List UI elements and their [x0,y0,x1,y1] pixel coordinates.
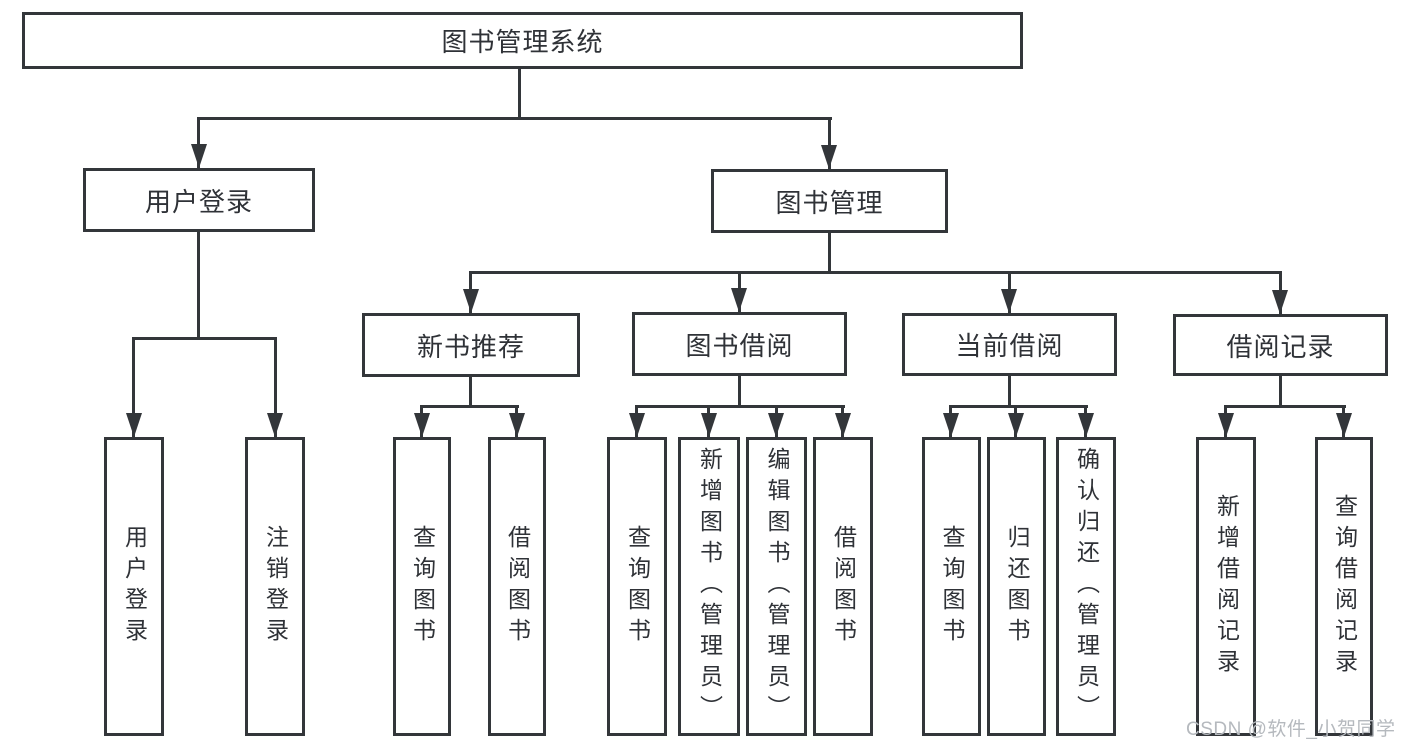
leaf-edit-book-admin: 编辑图书（管理员） [746,437,807,736]
arrowhead [509,413,525,437]
connector-line [828,232,831,274]
arrowhead [1001,289,1017,313]
leaf-add-borrow-record: 新增借阅记录 [1196,437,1256,736]
node-label: 用户登录 [121,524,148,649]
arrowhead [191,144,207,168]
connector-line [132,337,277,340]
arrowhead [731,288,747,312]
node-label: 查询图书 [624,524,651,649]
arrowhead [1272,290,1288,314]
connector-line [132,337,135,437]
node-new-book-recommend: 新书推荐 [362,313,580,377]
arrowhead [414,413,430,437]
arrowhead [267,413,283,437]
leaf-user-login: 用户登录 [104,437,164,736]
connector-line [197,232,200,340]
leaf-return-book: 归还图书 [987,437,1046,736]
node-label: 查询图书 [409,524,436,649]
node-label: 注销登录 [262,524,289,649]
leaf-add-book-admin: 新增图书（管理员） [678,437,740,736]
connector-line [1279,375,1282,408]
connector-line [518,69,521,120]
node-book-borrow: 图书借阅 [632,312,847,376]
node-label: 图书借阅 [685,330,794,361]
arrowhead [1078,413,1094,437]
leaf-query-book-borrow: 查询图书 [607,437,667,736]
connector-line [949,405,1088,408]
node-label: 新增图书（管理员） [696,447,723,726]
node-user-login: 用户登录 [83,168,315,232]
node-label: 当前借阅 [955,331,1064,361]
node-root: 图书管理系统 [22,12,1023,69]
node-label: 编辑图书（管理员） [764,447,790,726]
node-label: 确认归还（管理员） [1073,447,1100,726]
node-label: 查询借阅记录 [1331,493,1358,680]
node-label: 新书推荐 [416,331,525,362]
leaf-query-book-recommend: 查询图书 [393,437,451,736]
leaf-query-borrow-record: 查询借阅记录 [1315,437,1373,736]
leaf-confirm-return-admin: 确认归还（管理员） [1056,437,1116,736]
connector-line [635,405,845,408]
arrowhead [1008,413,1024,437]
arrowhead [701,413,717,437]
node-label: 用户登录 [144,186,253,217]
arrowhead [835,413,851,437]
connector-line [1008,375,1011,408]
connector-line [469,376,472,408]
connector-line [738,375,741,408]
node-label: 借阅图书 [504,524,531,649]
connector-line [420,405,519,408]
connector-line [197,117,200,168]
node-label: 图书管理 [775,187,884,218]
arrowhead [768,413,784,437]
arrowhead [463,289,479,313]
arrowhead [821,145,837,169]
connector-line [197,117,832,120]
leaf-borrow-book: 借阅图书 [813,437,873,736]
arrowhead [1336,413,1352,437]
node-label: 归还图书 [1004,524,1030,649]
arrowhead [629,413,645,437]
node-label: 新增借阅记录 [1213,493,1240,680]
node-label: 查询图书 [939,524,965,649]
leaf-borrow-book-recommend: 借阅图书 [488,437,546,736]
watermark: CSDN @软件_小贺同学 [1186,719,1396,740]
arrowhead [1218,413,1234,437]
node-book-management: 图书管理 [711,169,948,233]
node-label: 借阅记录 [1226,331,1335,362]
node-borrow-record: 借阅记录 [1173,314,1388,376]
leaf-logout-login: 注销登录 [245,437,305,736]
node-label: 借阅图书 [830,524,857,649]
leaf-query-book-current: 查询图书 [922,437,981,736]
node-label: 图书管理系统 [441,27,604,57]
connector-line [1224,405,1346,408]
node-current-borrow: 当前借阅 [902,313,1117,376]
connector-line [828,117,831,169]
connector-line [274,337,277,437]
connector-line [469,271,1282,274]
arrowhead [943,413,959,437]
arrowhead [126,413,142,437]
